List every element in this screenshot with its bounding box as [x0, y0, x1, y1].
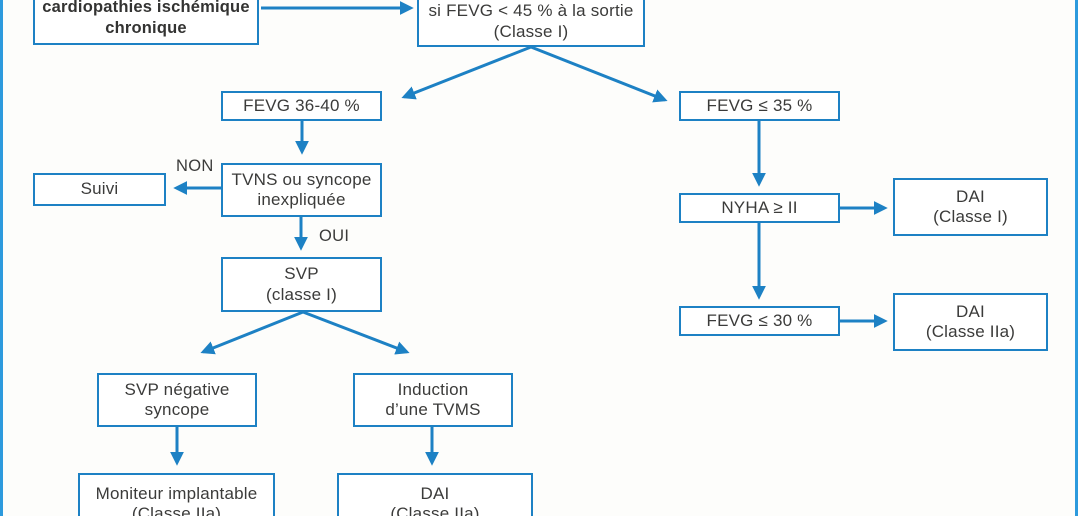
- box-line: (Classe I): [933, 207, 1008, 226]
- flow-box-fevg-45-sortie: si FEVG < 45 % à la sortie (Classe I): [417, 0, 645, 47]
- box-line: DAI: [420, 483, 450, 503]
- arrow-sortie-to-fevg-36-40: [401, 45, 532, 100]
- box-line: TVNS ou syncope: [231, 169, 372, 189]
- flow-box-fevg-30: FEVG ≤ 30 %: [679, 306, 840, 336]
- box-line: FEVG 36-40 %: [243, 95, 360, 115]
- flow-box-cardiopathie-ischemique: cardiopathies ischémique chronique: [33, 0, 259, 45]
- box-line: DAI: [956, 301, 985, 321]
- flow-box-fevg-36-40: FEVG 36-40 %: [221, 91, 382, 121]
- box-line: (Classe IIa): [925, 322, 1016, 341]
- box-line: Moniteur implantable: [95, 483, 258, 503]
- box-line: Suivi: [80, 179, 119, 199]
- branch-label-non: NON: [176, 157, 214, 175]
- flow-box-suivi: Suivi: [33, 173, 166, 206]
- flow-box-fevg-35: FEVG ≤ 35 %: [679, 91, 840, 121]
- box-line: (Classe IIa): [131, 504, 222, 516]
- box-line: d’une TVMS: [385, 400, 481, 419]
- flow-box-moniteur-implantable: Moniteur implantable (Classe IIa): [78, 473, 275, 516]
- box-line: chronique: [105, 18, 187, 37]
- box-line: Induction: [397, 379, 469, 399]
- box-line: FEVG ≤ 30 %: [706, 310, 813, 330]
- box-line: SVP: [284, 264, 319, 283]
- flow-box-nyha-ii: NYHA ≥ II: [679, 193, 840, 223]
- flow-box-svp-classe-i: SVP (classe I): [221, 257, 382, 312]
- arrow-svp-to-svp-negative: [200, 310, 304, 355]
- box-line: (classe I): [266, 284, 337, 304]
- box-line: FEVG ≤ 35 %: [706, 95, 813, 115]
- box-line: (Classe IIa): [390, 504, 480, 516]
- flow-box-tvns-syncope: TVNS ou syncope inexpliquée: [221, 163, 382, 217]
- branch-label-oui: OUI: [319, 227, 350, 245]
- box-line: cardiopathies ischémique: [42, 0, 250, 16]
- flow-box-dai-classe-i: DAI (Classe I): [893, 178, 1048, 236]
- arrow-sortie-to-fevg-35: [530, 45, 668, 103]
- flow-box-svp-negative-syncope: SVP négative syncope: [97, 373, 257, 427]
- box-line: si FEVG < 45 % à la sortie: [428, 1, 634, 20]
- box-line: DAI: [956, 186, 985, 206]
- flow-box-induction-tvms: Induction d’une TVMS: [353, 373, 513, 427]
- arrow-svp-to-induction: [302, 310, 410, 355]
- box-line: (Classe I): [493, 21, 569, 41]
- box-line: inexpliquée: [257, 190, 346, 209]
- box-line: SVP négative: [124, 379, 230, 399]
- flow-box-dai-classe-iia-right: DAI (Classe IIa): [893, 293, 1048, 351]
- flow-box-dai-classe-iia-bottom: DAI (Classe IIa): [337, 473, 533, 516]
- box-line: syncope: [144, 400, 210, 419]
- box-line: NYHA ≥ II: [721, 197, 798, 217]
